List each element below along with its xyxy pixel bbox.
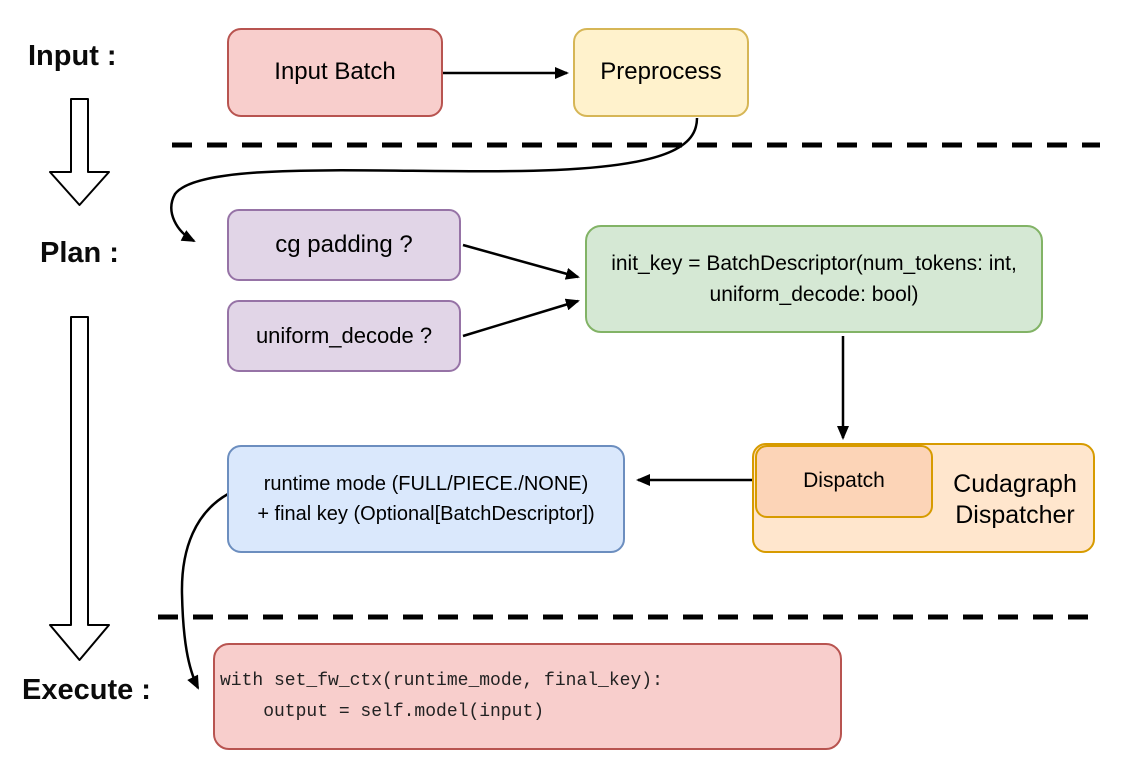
node-runtime-mode-line1: runtime mode (FULL/PIECE./NONE): [263, 473, 589, 495]
cudagraph-label-line1: Cudagraph: [953, 470, 1077, 498]
stage-arrow-plan-to-execute: [49, 316, 110, 661]
node-uniform-decode: uniform_decode ?: [227, 300, 461, 372]
node-runtime-mode: runtime mode (FULL/PIECE./NONE) + final …: [227, 445, 625, 553]
node-dispatch: Dispatch: [755, 445, 933, 518]
stage-label-input: Input :: [28, 40, 117, 72]
stage-arrow-input-to-plan: [49, 98, 110, 206]
node-execute-code-line1: with set_fw_ctx(runtime_mode, final_key)…: [220, 670, 663, 691]
node-input-batch: Input Batch: [227, 28, 443, 117]
node-execute-code: with set_fw_ctx(runtime_mode, final_key)…: [213, 643, 842, 750]
arrow-uniformdecode-to-initkey: [462, 298, 580, 338]
node-cudagraph-dispatcher: Dispatch Cudagraph Dispatcher: [752, 443, 1095, 553]
node-input-batch-label: Input Batch: [274, 58, 396, 86]
node-init-key-line2: uniform_decode: bool): [709, 283, 919, 306]
node-cg-padding-label: cg padding ?: [275, 230, 413, 258]
node-execute-code-line2: output = self.model(input): [220, 701, 545, 722]
node-cudagraph-dispatcher-label: Cudagraph Dispatcher: [939, 469, 1091, 531]
node-dispatch-label: Dispatch: [803, 469, 885, 493]
cudagraph-label-line2: Dispatcher: [955, 501, 1075, 529]
node-preprocess: Preprocess: [573, 28, 749, 117]
node-runtime-mode-line2: + final key (Optional[BatchDescriptor]): [257, 503, 595, 525]
arrow-cgpadding-to-initkey: [462, 243, 580, 280]
node-init-key: init_key = BatchDescriptor(num_tokens: i…: [585, 225, 1043, 333]
node-uniform-decode-label: uniform_decode ?: [255, 323, 433, 349]
node-preprocess-label: Preprocess: [600, 58, 722, 86]
node-cg-padding: cg padding ?: [227, 209, 461, 281]
stage-label-execute: Execute :: [22, 674, 151, 706]
node-init-key-line1: init_key = BatchDescriptor(num_tokens: i…: [611, 251, 1017, 275]
stage-label-plan: Plan :: [40, 237, 119, 269]
